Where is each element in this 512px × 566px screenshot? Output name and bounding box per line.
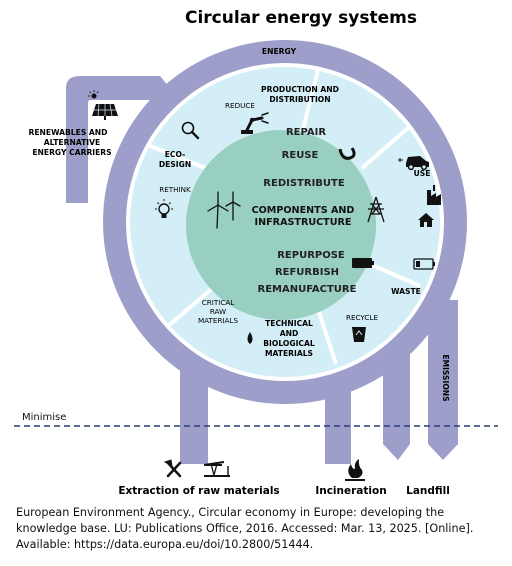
extraction-label: Extraction of raw materials <box>118 485 279 497</box>
source-caption: European Environment Agency., Circular e… <box>16 505 496 553</box>
reduce-label: REDUCE <box>225 101 255 110</box>
ecodesign-label-1: ECO- <box>165 150 186 159</box>
critical-label-3: MATERIALS <box>198 316 239 325</box>
solar-panel-icon <box>88 90 118 120</box>
minimise-label: Minimise <box>22 412 66 423</box>
use-label: USE <box>414 169 431 178</box>
core-circle <box>186 130 376 320</box>
circular-energy-diagram: Circular energy systems Minimise ENERGY … <box>14 8 498 497</box>
wind-turbine-icon <box>207 191 241 229</box>
emissions-pipe <box>428 300 458 460</box>
magnet-icon <box>338 147 356 160</box>
oil-pump-icon <box>203 461 230 477</box>
house-icon <box>418 213 434 227</box>
incineration-label: Incineration <box>315 485 386 497</box>
refurbish-label: REFURBISH <box>275 267 339 278</box>
pylon-icon <box>367 196 385 223</box>
caption-line-1: European Environment Agency., Circular e… <box>16 506 445 519</box>
battery-icon <box>352 258 374 268</box>
waste-label: WASTE <box>391 287 421 296</box>
factory-icon <box>427 185 441 205</box>
robot-arm-icon <box>241 112 269 134</box>
renewables-label-1: RENEWABLES AND <box>29 128 108 137</box>
renewables-label-3: ENERGY CARRIERS <box>32 148 111 157</box>
incineration-pipe <box>325 368 351 464</box>
technical-label-3: BIOLOGICAL <box>263 339 315 348</box>
car-icon <box>398 156 429 171</box>
production-label-1: PRODUCTION AND <box>261 85 339 94</box>
reuse-label: REUSE <box>282 150 319 161</box>
battery-low-icon <box>413 258 435 270</box>
caption-line-2: knowledge base. LU: Publications Office,… <box>16 522 474 535</box>
fire-icon <box>345 459 365 481</box>
remanufacture-label: REMANUFACTURE <box>258 284 357 295</box>
critical-label-2: RAW <box>210 307 226 316</box>
ecodesign-label-2: DESIGN <box>159 160 191 169</box>
emissions-label: EMISSIONS <box>441 354 450 401</box>
technical-label-1: TECHNICAL <box>265 319 313 328</box>
repair-label: REPAIR <box>286 127 326 138</box>
recycle-label: RECYCLE <box>346 313 378 322</box>
energy-label: ENERGY <box>262 47 297 56</box>
production-label-2: DISTRIBUTION <box>269 95 330 104</box>
recycle-bin-icon <box>352 327 366 342</box>
diagram-title: Circular energy systems <box>185 8 417 28</box>
center-label-1: COMPONENTS AND <box>252 205 355 216</box>
caption-line-3: Available: https://data.europa.eu/doi/10… <box>16 538 314 551</box>
redistribute-label: REDISTRIBUTE <box>263 178 345 189</box>
critical-label-1: CRITICAL <box>202 298 235 307</box>
lightbulb-icon <box>155 199 173 218</box>
hammer-icon <box>163 459 182 478</box>
droplet-icon <box>247 332 253 344</box>
technical-label-4: MATERIALS <box>265 349 313 358</box>
center-label-2: INFRASTRUCTURE <box>255 217 352 228</box>
renewables-label-2: ALTERNATIVE <box>44 138 100 147</box>
technical-label-2: AND <box>280 329 299 338</box>
landfill-label: Landfill <box>406 485 450 497</box>
magnifier-icon <box>181 121 200 140</box>
repurpose-label: REPURPOSE <box>277 250 345 261</box>
extraction-pipe <box>180 368 208 464</box>
rethink-label: RETHINK <box>159 185 191 194</box>
